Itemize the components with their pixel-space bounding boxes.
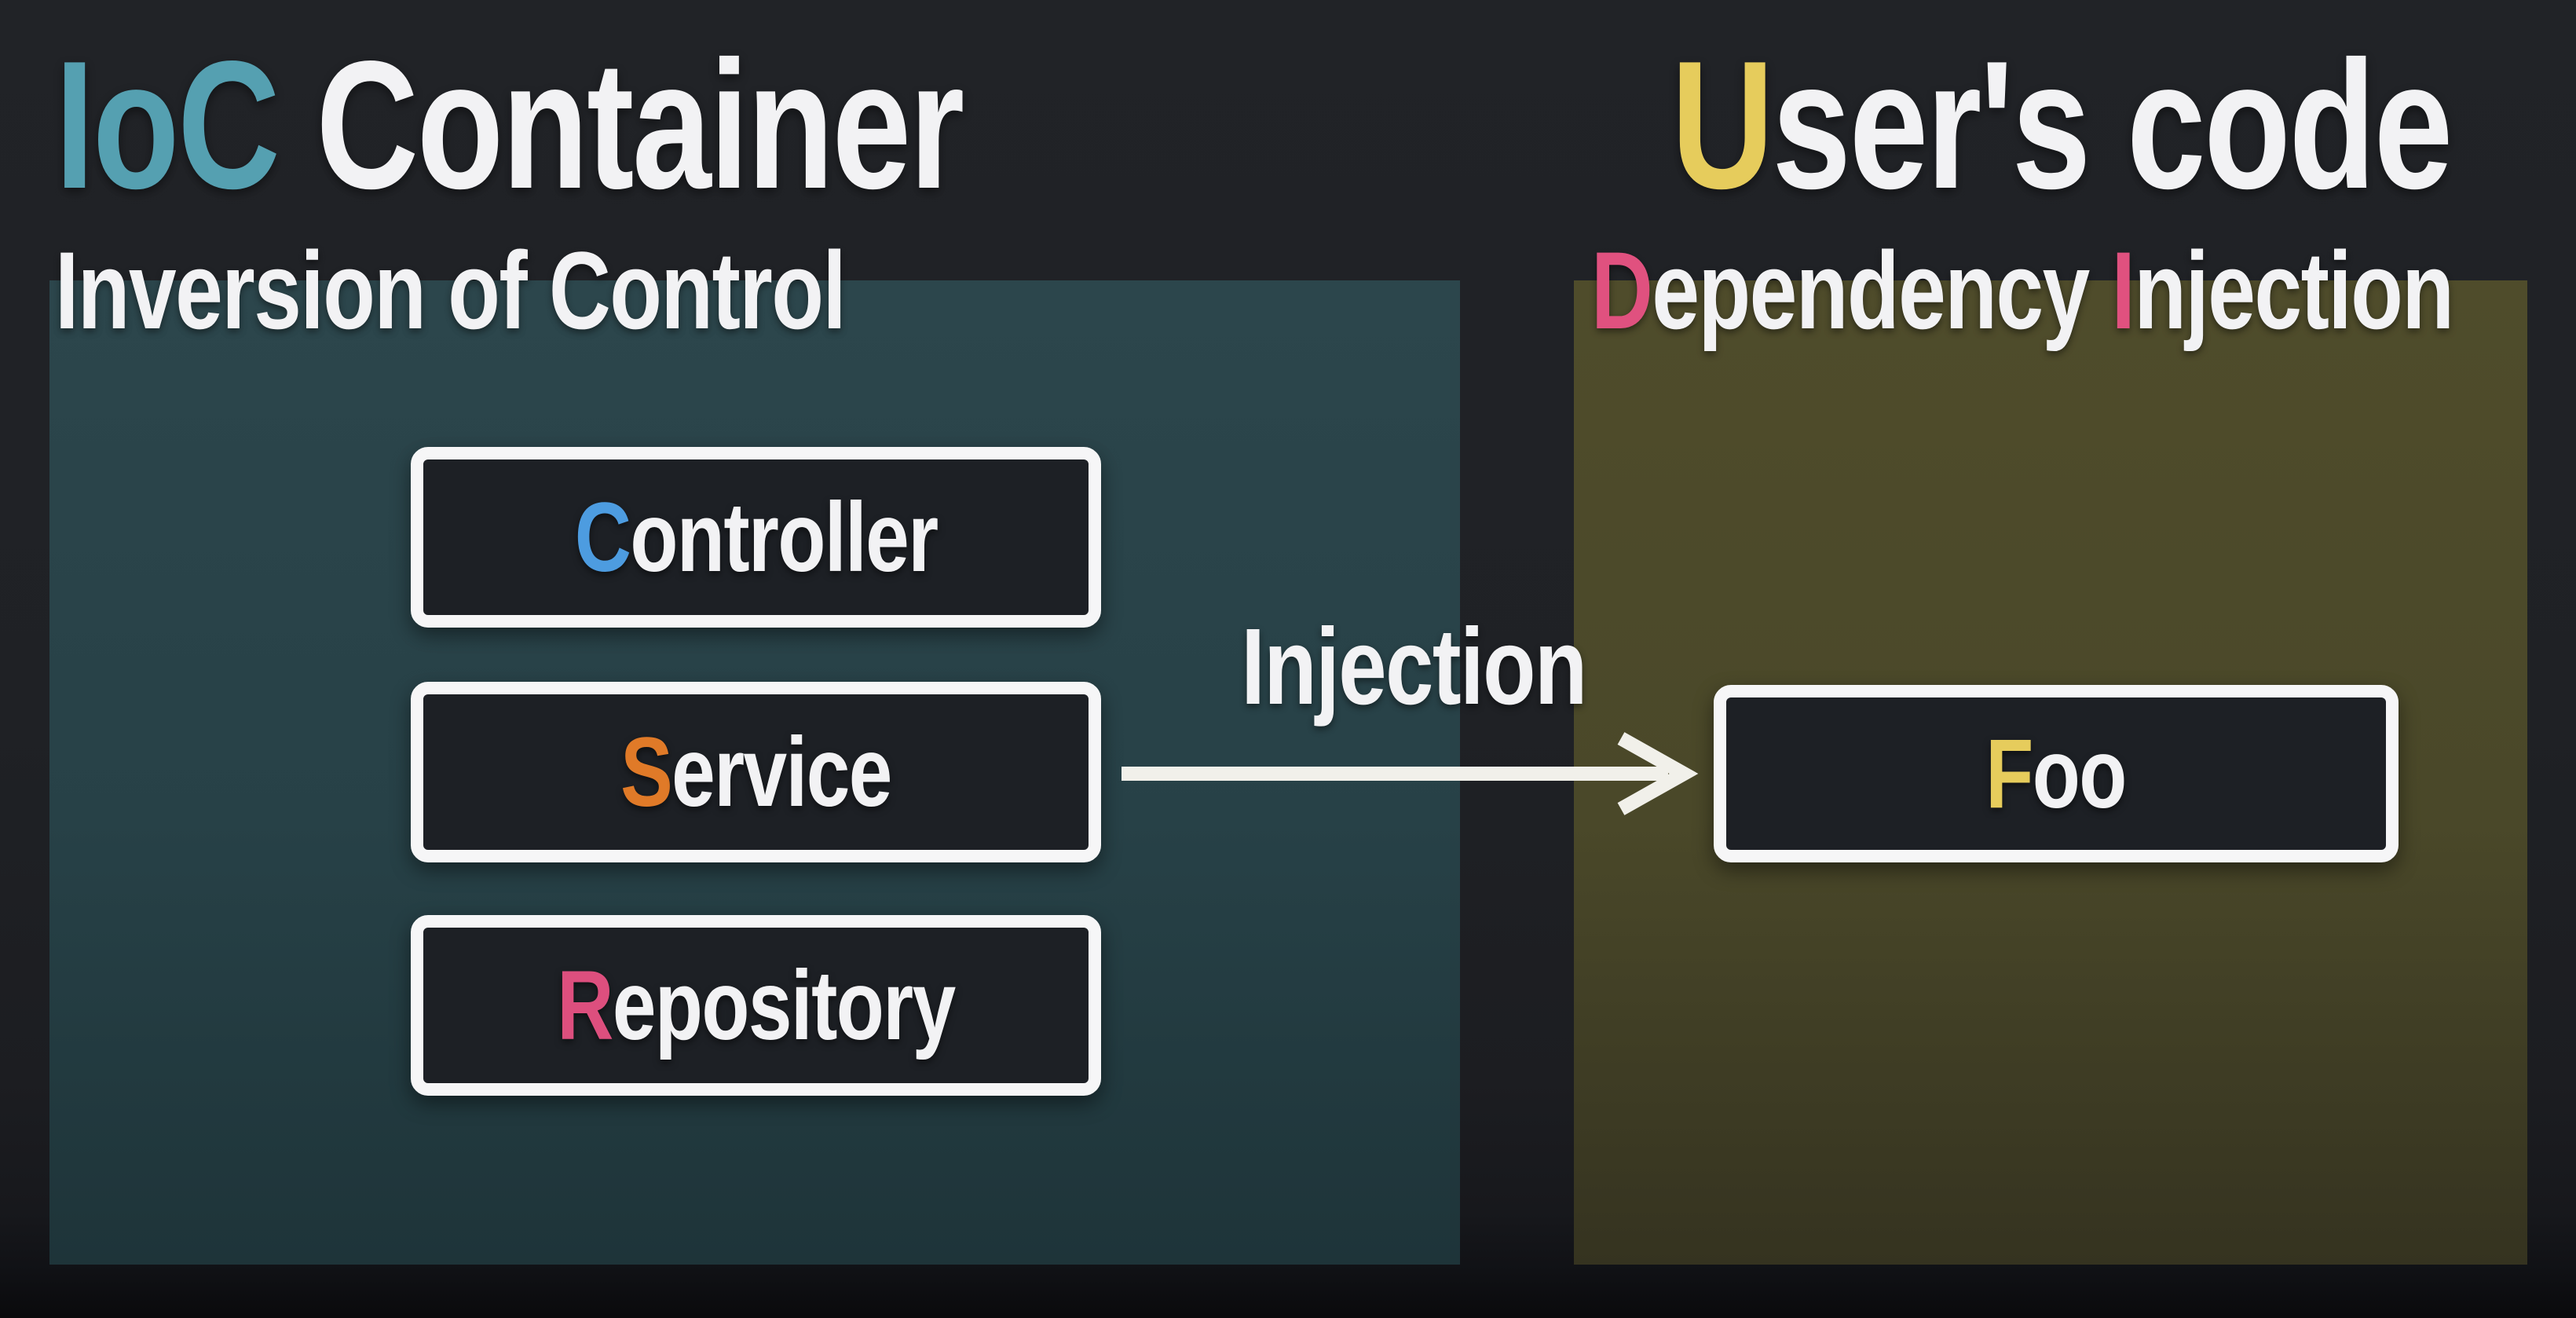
ioc-title-accent: IoC (55, 24, 280, 227)
service-accent-letter: S (620, 717, 673, 827)
controller-label-rest: ontroller (630, 482, 939, 592)
ioc-title-rest: Container (278, 24, 964, 227)
repository-label-rest: epository (612, 950, 956, 1060)
injection-accent-letter: I (2111, 229, 2135, 352)
foo-accent-letter: F (1985, 719, 2034, 829)
foo-label: Foo (1986, 725, 2128, 823)
service-label: Service (620, 723, 892, 822)
service-box: Service (411, 682, 1101, 862)
controller-box: Controller (411, 447, 1101, 628)
users-code-title: User's code (1671, 35, 2453, 217)
arrow-head (1617, 732, 1699, 815)
repository-label: Repository (557, 957, 956, 1055)
controller-label: Controller (575, 489, 939, 587)
foo-label-rest: oo (2033, 719, 2128, 829)
dependency-rest: ependency (1652, 229, 2112, 352)
repository-accent-letter: R (557, 950, 613, 1060)
repository-box: Repository (411, 915, 1101, 1096)
service-label-rest: ervice (671, 717, 892, 827)
injection-arrow (1122, 732, 1699, 815)
injection-arrow-label: Injection (1241, 606, 1587, 727)
injection-rest: njection (2134, 229, 2454, 352)
ioc-container-title: IoC Container (55, 35, 964, 217)
inversion-of-control-subtitle: Inversion of Control (55, 229, 847, 352)
foo-box: Foo (1714, 685, 2399, 862)
dependency-injection-subtitle: Dependency Injection (1591, 236, 2454, 346)
users-code-title-rest: ser's code (1772, 24, 2453, 227)
controller-accent-letter: C (574, 482, 631, 592)
dependency-accent-letter: D (1591, 229, 1653, 352)
users-code-title-accent: U (1671, 24, 1774, 227)
